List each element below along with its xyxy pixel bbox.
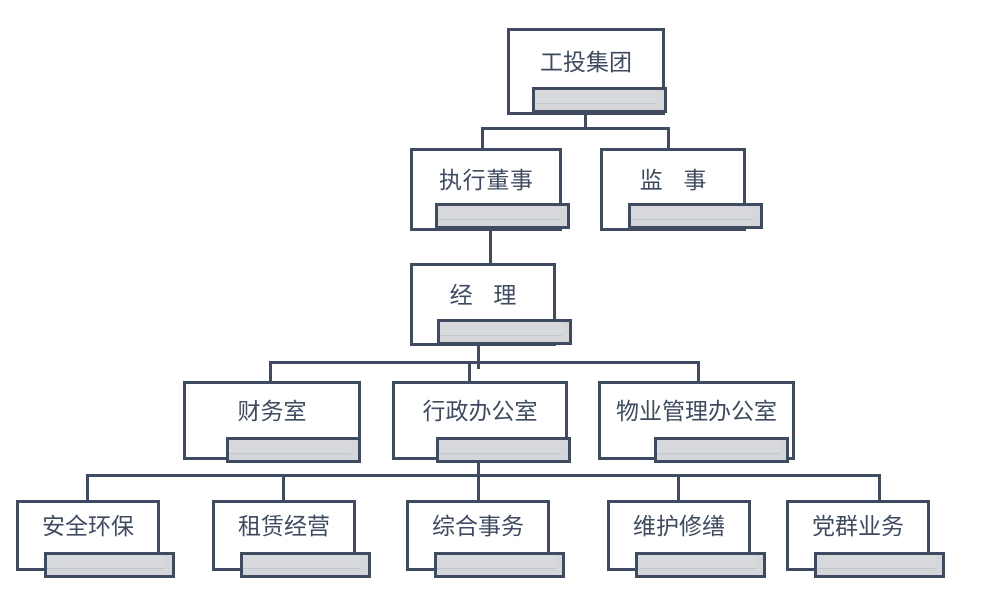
- connector-drop-party-affairs: [878, 474, 881, 500]
- node-label-supervisor: 监事: [639, 168, 728, 194]
- node-plate-general-affairs: [434, 552, 565, 578]
- connector-executive-director-to-manager: [489, 228, 492, 273]
- node-plate-party-affairs: [814, 552, 945, 578]
- connector-drop-supervisor: [667, 127, 670, 151]
- node-plate-admin-office: [436, 437, 571, 463]
- node-plate-executive-director: [435, 203, 570, 229]
- node-label-party-affairs: 党群业务: [812, 514, 904, 540]
- node-plate-leasing-operations: [240, 552, 371, 578]
- node-plate-finance-office: [226, 437, 361, 463]
- connector-drop-executive-director: [481, 127, 484, 151]
- connector-trunk-manager: [477, 341, 480, 369]
- node-plate-maintenance-repair: [635, 552, 766, 578]
- node-plate-group-headquarters: [532, 87, 667, 113]
- connector-bus-level4: [86, 474, 881, 477]
- node-label-finance-office: 财务室: [237, 399, 307, 425]
- connector-drop-admin-office: [468, 361, 471, 382]
- node-label-executive-director: 执行董事: [438, 168, 534, 194]
- node-label-manager: 经理: [449, 283, 538, 309]
- connector-bus-level1: [481, 127, 670, 130]
- connector-drop-maintenance: [677, 474, 680, 500]
- connector-trunk-root: [584, 108, 587, 130]
- connector-drop-general-affairs: [477, 474, 480, 500]
- node-plate-manager: [437, 319, 572, 345]
- node-label-admin-office: 行政办公室: [422, 399, 538, 425]
- node-plate-supervisor: [628, 203, 763, 229]
- connector-drop-finance: [269, 361, 272, 382]
- connector-drop-safety: [86, 474, 89, 500]
- node-plate-property-management-office: [654, 437, 789, 463]
- node-label-safety-environment: 安全环保: [42, 514, 134, 540]
- connector-bus-level3: [269, 361, 700, 364]
- node-label-leasing-operations: 租赁经营: [238, 514, 330, 540]
- node-label-maintenance-repair: 维护修缮: [633, 514, 725, 540]
- connector-drop-property-office: [697, 361, 700, 382]
- connector-drop-leasing: [282, 474, 285, 500]
- node-plate-safety-environment: [44, 552, 175, 578]
- node-label-general-affairs: 综合事务: [432, 514, 524, 540]
- node-label-property-management-office: 物业管理办公室: [616, 399, 777, 425]
- connector-trunk-admin-office: [477, 454, 480, 482]
- node-label-group-headquarters: 工投集团: [540, 50, 632, 76]
